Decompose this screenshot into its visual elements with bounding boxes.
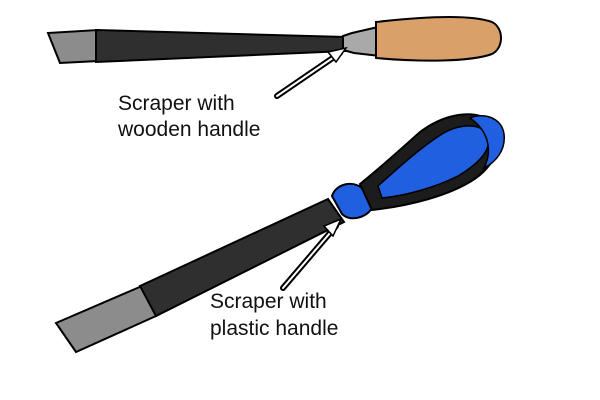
wooden-callout-arrow [274, 46, 348, 99]
plastic-scraper-blade [138, 197, 346, 318]
plastic-callout-arrow [280, 217, 343, 291]
plastic-handle-scraper [54, 113, 505, 354]
wooden-label-line1: Scraper with [118, 92, 235, 115]
wooden-scraper-ferrule [342, 25, 382, 58]
wooden-label-line2: wooden handle [117, 118, 260, 141]
plastic-handle-end-cap [468, 114, 505, 170]
wooden-scraper-blade [95, 28, 346, 64]
plastic-label-line2: plastic handle [210, 317, 338, 340]
plastic-scraper-blade-tip [54, 284, 158, 354]
wooden-handle [375, 16, 502, 62]
plastic-label-line1: Scraper with [210, 290, 327, 313]
wooden-handle-scraper [46, 16, 502, 65]
wooden-scraper-blade-tip [46, 28, 99, 65]
